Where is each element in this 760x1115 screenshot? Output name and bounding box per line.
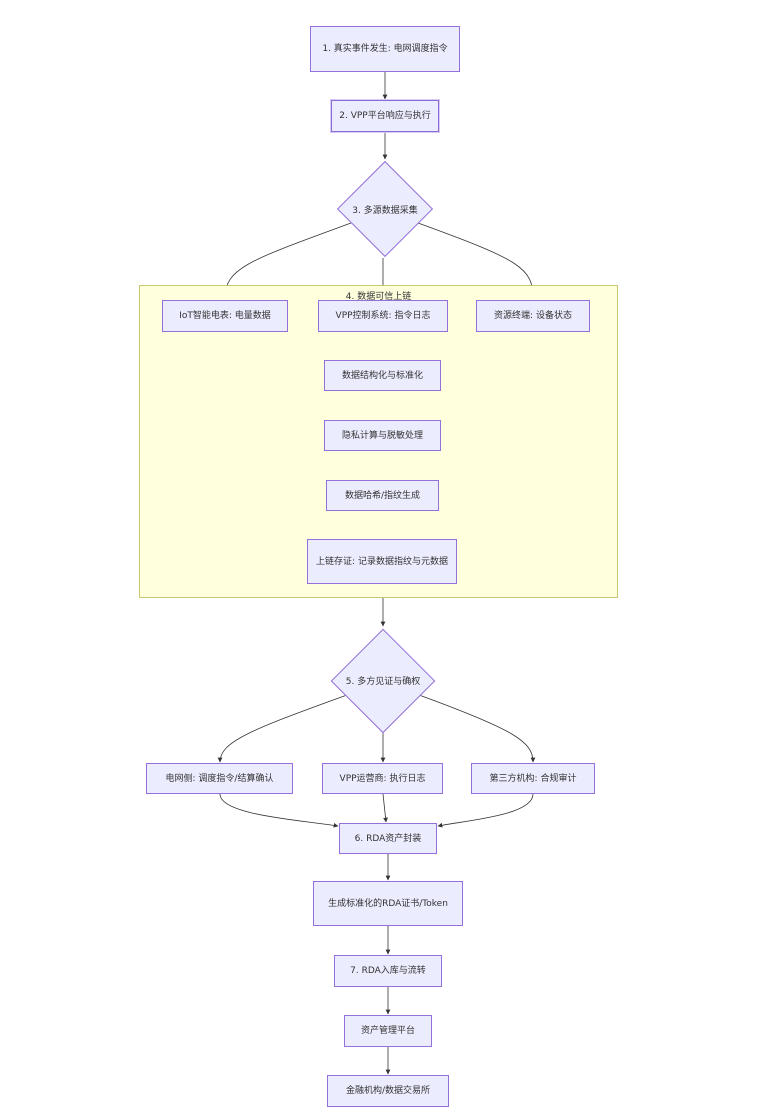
node-hash-label: 数据哈希/指纹生成: [344, 490, 421, 501]
node-onchain[interactable]: 上链存证: 记录数据指纹与元数据: [307, 539, 457, 584]
node-resource-terminal[interactable]: 资源终端: 设备状态: [476, 300, 590, 332]
node-vpp-control[interactable]: VPP控制系统: 指令日志: [318, 300, 448, 332]
decision-data-collection[interactable]: 3. 多源数据采集: [330, 160, 440, 258]
node-real-event-label: 1. 真实事件发生: 电网调度指令: [322, 44, 448, 54]
node-rda-storage-label: 7. RDA入库与流转: [350, 966, 426, 976]
node-resource-terminal-label: 资源终端: 设备状态: [494, 311, 572, 321]
node-vpp-control-label: VPP控制系统: 指令日志: [335, 311, 431, 321]
node-real-event[interactable]: 1. 真实事件发生: 电网调度指令: [310, 26, 460, 72]
node-grid-side-label: 电网侧: 调度指令/结算确认: [165, 773, 274, 784]
node-finance-label: 金融机构/数据交易所: [345, 1086, 431, 1096]
node-grid-side[interactable]: 电网侧: 调度指令/结算确认: [146, 763, 293, 794]
node-privacy[interactable]: 隐私计算与脱敏处理: [324, 420, 441, 451]
node-iot-meter[interactable]: IoT智能电表: 电量数据: [162, 300, 288, 332]
edge-n5-grid: [217, 694, 348, 763]
decision-data-collection-label: 3. 多源数据采集: [352, 205, 418, 216]
edge-third-n6: [437, 793, 534, 828]
node-structuring-label: 数据结构化与标准化: [341, 370, 423, 381]
node-vpp-response[interactable]: 2. VPP平台响应与执行: [331, 100, 439, 132]
node-asset-platform[interactable]: 资产管理平台: [344, 1015, 432, 1047]
node-rda-packaging[interactable]: 6. RDA资产封装: [339, 823, 437, 854]
edge-grid-n6: [219, 793, 339, 828]
edge-n5-third: [418, 694, 536, 763]
node-vpp-operator[interactable]: VPP运营商: 执行日志: [322, 763, 443, 794]
edge-vpp-n6: [382, 793, 388, 823]
cluster-title: 4. 数据可信上链: [345, 292, 412, 302]
node-rda-packaging-label: 6. RDA资产封装: [354, 833, 422, 844]
node-vpp-response-label: 2. VPP平台响应与执行: [339, 111, 431, 121]
node-finance[interactable]: 金融机构/数据交易所: [327, 1075, 449, 1107]
node-structuring[interactable]: 数据结构化与标准化: [324, 360, 441, 391]
decision-multi-witness[interactable]: 5. 多方见证与确权: [324, 628, 442, 733]
node-rda-certificate-label: 生成标准化的RDA证书/Token: [328, 898, 448, 909]
node-privacy-label: 隐私计算与脱敏处理: [341, 430, 423, 441]
node-third-party[interactable]: 第三方机构: 合规审计: [471, 763, 595, 794]
decision-multi-witness-label: 5. 多方见证与确权: [345, 677, 421, 687]
node-onchain-label: 上链存证: 记录数据指纹与元数据: [316, 556, 448, 567]
node-asset-platform-label: 资产管理平台: [360, 1026, 415, 1036]
node-hash[interactable]: 数据哈希/指纹生成: [326, 480, 439, 511]
node-rda-storage[interactable]: 7. RDA入库与流转: [334, 955, 442, 987]
node-rda-certificate[interactable]: 生成标准化的RDA证书/Token: [313, 881, 463, 926]
node-third-party-label: 第三方机构: 合规审计: [489, 773, 577, 784]
node-iot-meter-label: IoT智能电表: 电量数据: [179, 311, 271, 321]
node-vpp-operator-label: VPP运营商: 执行日志: [339, 773, 426, 784]
